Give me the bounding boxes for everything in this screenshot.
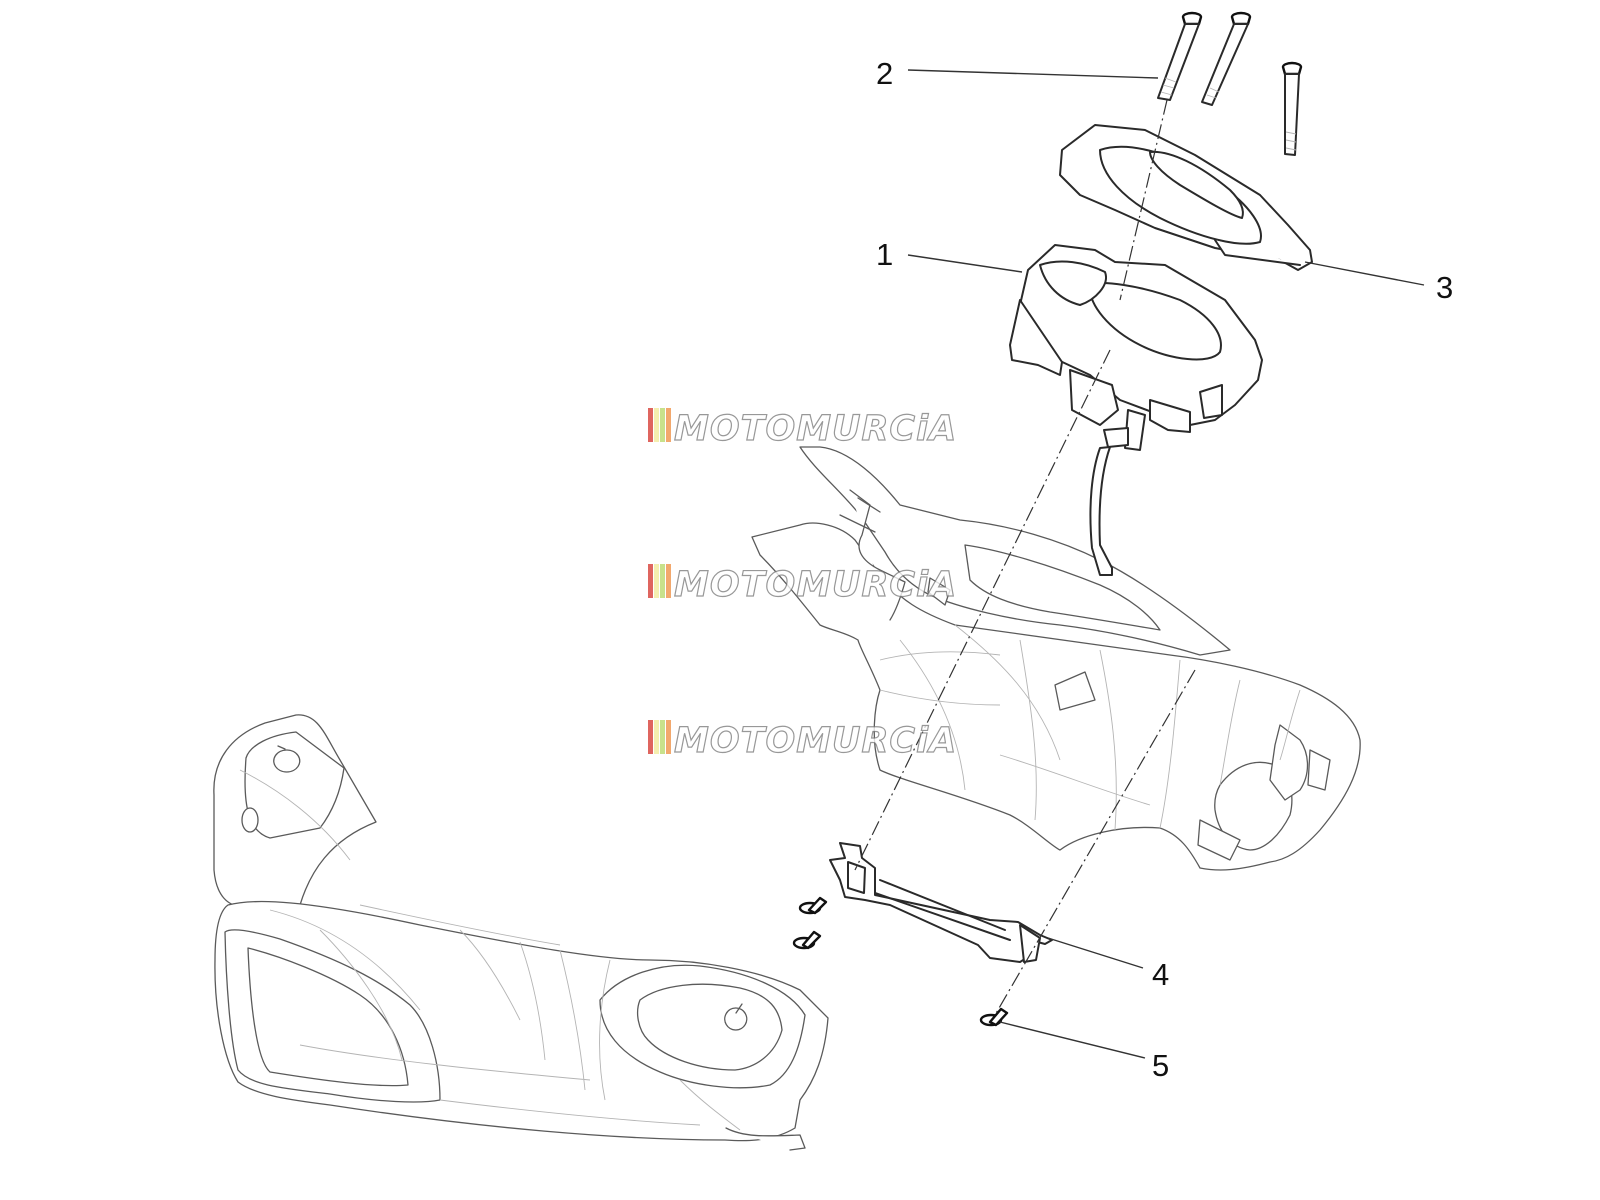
- part-4-bracket: [829, 842, 1053, 963]
- watermark-text: MOTOMURCiA: [674, 565, 957, 605]
- handlebar-front-cover: [213, 714, 829, 1151]
- watermark-3: MOTOMURCiA: [648, 720, 957, 762]
- screw-right: [979, 1007, 1009, 1027]
- watermark-1: MOTOMURCiA: [648, 408, 957, 450]
- callout-4: 4: [1152, 957, 1169, 992]
- leader-3: [1304, 261, 1425, 286]
- screw-left-lower: [792, 930, 822, 950]
- watermark-text: MOTOMURCiA: [674, 721, 957, 761]
- part-3-bezel: [1059, 124, 1313, 271]
- callout-1: 1: [876, 237, 893, 272]
- callout-5: 5: [1152, 1048, 1169, 1083]
- callout-2: 2: [876, 56, 893, 91]
- watermark-text: MOTOMURCiA: [674, 409, 957, 449]
- part-1-instrument-cluster: [1009, 244, 1263, 576]
- callout-3: 3: [1436, 270, 1453, 305]
- watermark-2: MOTOMURCiA: [648, 564, 957, 606]
- part-5-screws: [792, 896, 1009, 1027]
- assembly-axis-lines: [854, 99, 1196, 1016]
- bolt-right: [1281, 61, 1303, 156]
- bolt-left: [1157, 11, 1203, 101]
- callout-leaders: [907, 69, 1425, 1059]
- leader-2: [907, 69, 1159, 79]
- part-2-bolts: [1157, 11, 1303, 156]
- leader-4: [1047, 937, 1144, 969]
- bolt-middle: [1201, 11, 1252, 106]
- handlebar-rear-cover: [751, 446, 1361, 871]
- leader-1: [907, 254, 1023, 273]
- screw-left-upper: [798, 896, 828, 915]
- callout-labels: 1 2 3 4 5: [876, 56, 1453, 1083]
- leader-5: [999, 1021, 1146, 1059]
